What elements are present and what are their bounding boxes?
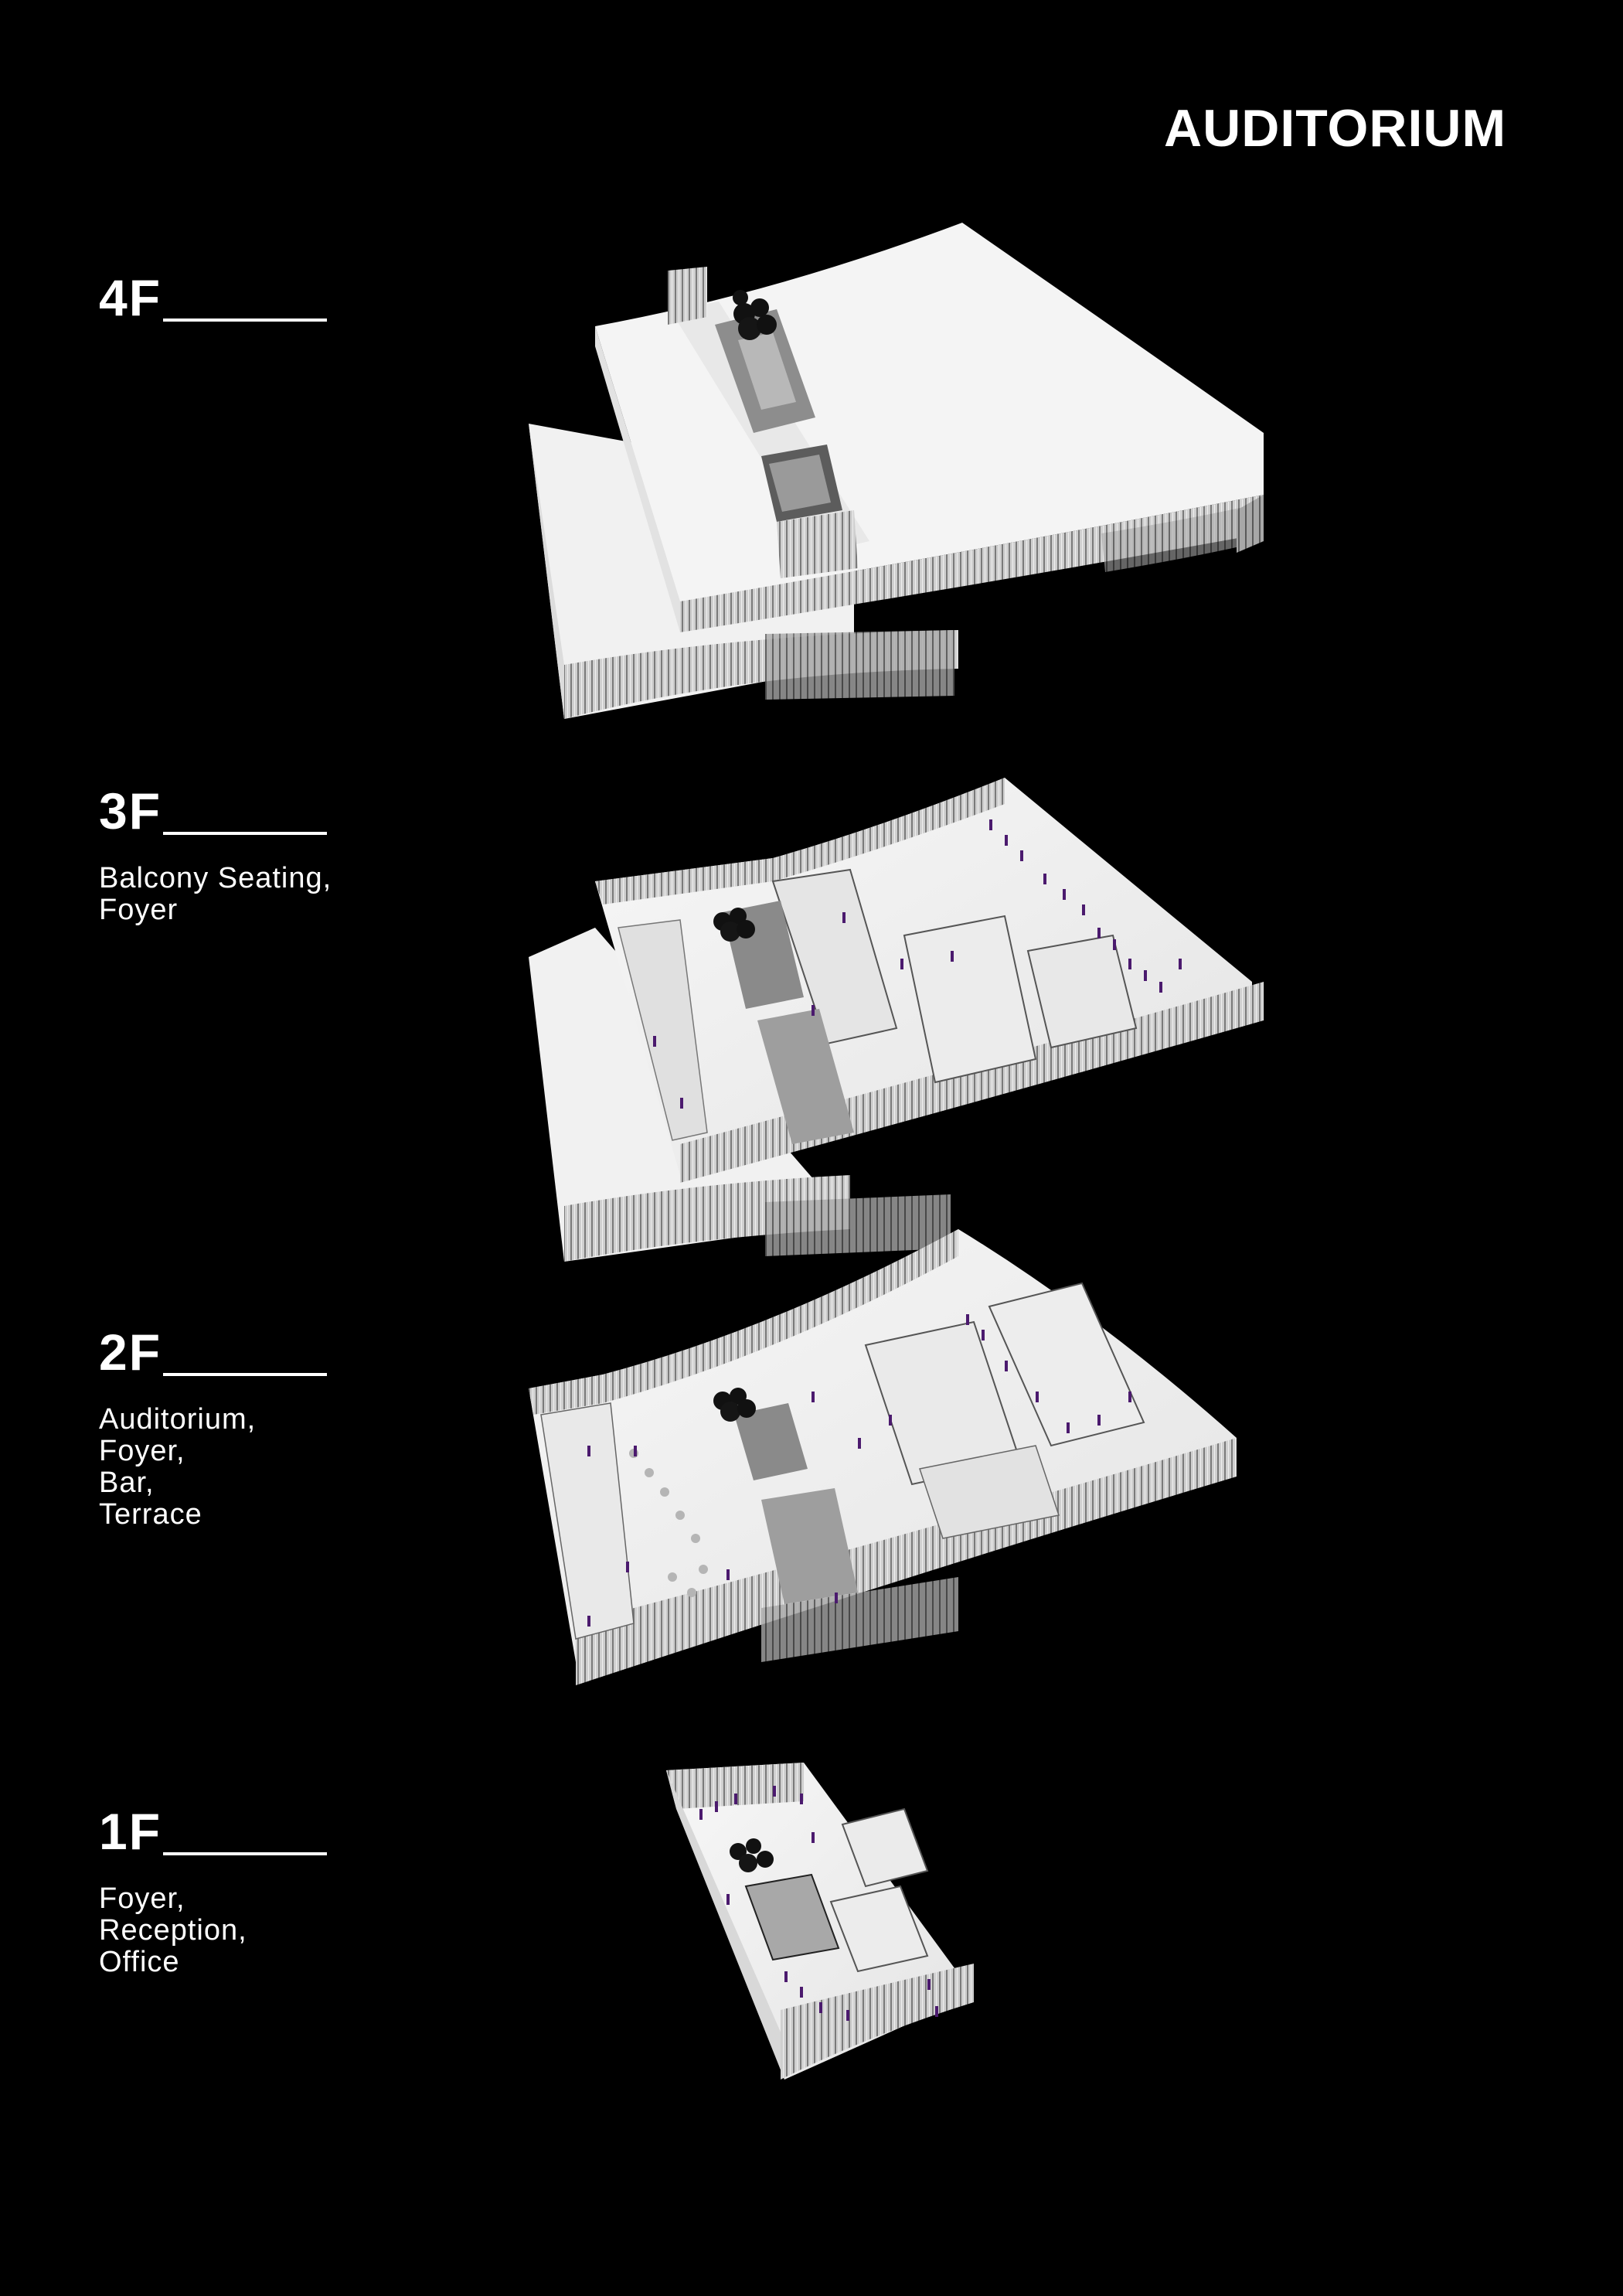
floor-label-4f: 4F	[99, 269, 328, 326]
floor-use: Terrace	[99, 1498, 202, 1531]
floor-number: 3F	[99, 782, 162, 840]
floor-number: 4F	[99, 269, 162, 326]
diagram-title: AUDITORIUM	[1164, 99, 1507, 158]
model-1f	[666, 1763, 974, 2080]
people-figures	[699, 1786, 938, 2021]
floor-use: Foyer	[99, 894, 179, 926]
floor-label-3f: 3F Balcony Seating, Foyer	[99, 785, 332, 926]
floor-underline	[163, 1373, 328, 1376]
floor-use: Foyer,	[99, 1435, 185, 1467]
floor-uses: Auditorium, Foyer, Bar, Terrace	[99, 1404, 327, 1531]
people-figures	[587, 1314, 1131, 1627]
floor-use: Bar,	[99, 1467, 155, 1499]
floor-uses: Foyer, Reception, Office	[99, 1883, 327, 1978]
people-figures	[653, 819, 1182, 1109]
model-2f	[529, 1229, 1237, 1685]
floor-use: Reception,	[99, 1914, 247, 1947]
floor-underline	[163, 832, 328, 835]
floor-uses: Balcony Seating, Foyer	[99, 863, 332, 926]
floor-use: Balcony Seating,	[99, 862, 332, 894]
floor-label-2f: 2F Auditorium, Foyer, Bar, Terrace	[99, 1323, 328, 1531]
model-4f	[529, 223, 1264, 719]
floor-underline	[163, 319, 328, 322]
floor-label-1f: 1F Foyer, Reception, Office	[99, 1803, 328, 1978]
floor-use: Office	[99, 1946, 180, 1978]
floor-use: Foyer,	[99, 1882, 185, 1915]
floor-number: 2F	[99, 1323, 162, 1381]
floor-use: Auditorium,	[99, 1403, 257, 1436]
floor-underline	[163, 1852, 328, 1855]
model-3f	[529, 778, 1264, 1262]
floor-number: 1F	[99, 1803, 162, 1860]
